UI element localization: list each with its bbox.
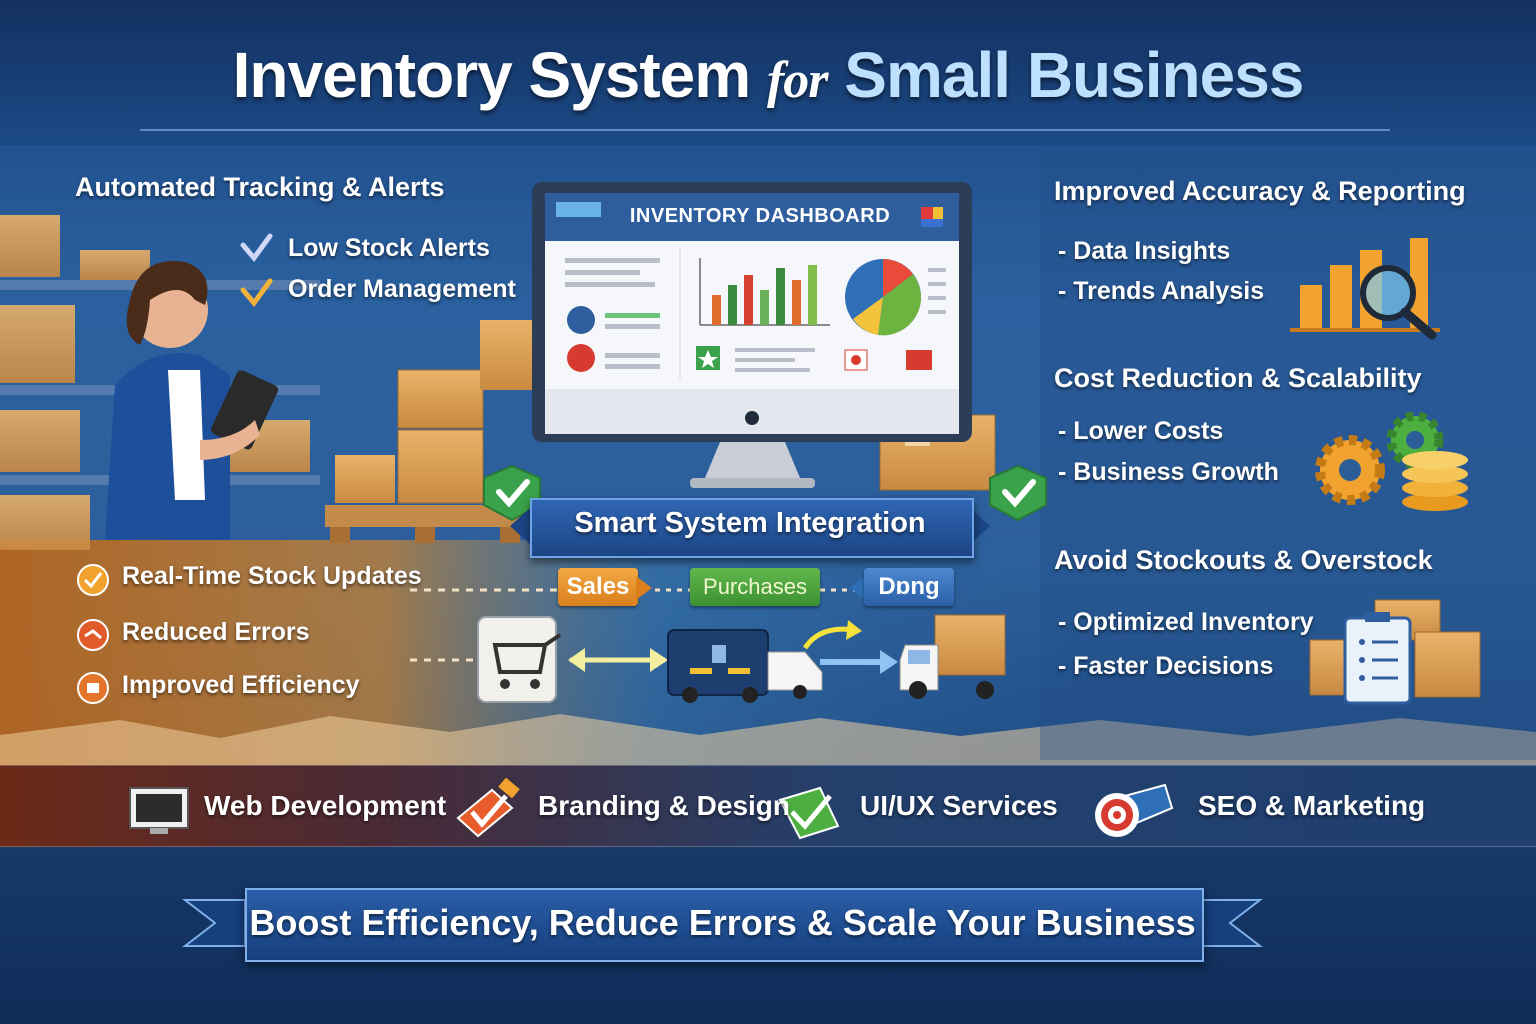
dashboard-title: INVENTORY DASHBOARD	[629, 205, 891, 227]
title-part-2: for	[766, 52, 829, 109]
right-heading-accuracy: Improved Accuracy & Reporting	[1054, 176, 1466, 206]
efficiency-circle-icon	[77, 672, 109, 704]
boxes-clipboard-icon	[1309, 599, 1481, 705]
page-title: Inventory System for Small Business	[0, 38, 1536, 112]
feature-improved-efficiency: Improved Efficiency	[122, 671, 360, 699]
feature-real-time: Real-Time Stock Updates	[122, 562, 422, 590]
services-strip	[0, 765, 1536, 847]
delivery-truck-icon	[899, 614, 1006, 699]
right-item-lower-costs: - Lower Costs	[1058, 417, 1224, 445]
error-circle-icon	[77, 619, 109, 651]
flow-purchases: Purchases	[690, 568, 820, 606]
flow-sales: Sales	[558, 568, 638, 606]
right-heading-cost: Cost Reduction & Scalability	[1054, 363, 1422, 393]
service-branding-design: Branding & Design	[538, 790, 791, 821]
shopping-cart-icon	[477, 616, 562, 703]
left-item-order-management: Order Management	[288, 275, 516, 303]
feature-reduced-errors: Reduced Errors	[122, 618, 310, 646]
footer-banner	[245, 888, 1204, 962]
service-web-development: Web Development	[204, 790, 447, 821]
footer-banner-text: Boost Efficiency, Reduce Errors & Scale …	[249, 902, 1196, 943]
integration-ribbon	[530, 498, 974, 558]
service-seo-marketing: SEO & Marketing	[1198, 790, 1426, 821]
flow-third-arrow-icon	[850, 576, 866, 600]
monitor-icon	[129, 787, 189, 834]
monitor	[532, 182, 972, 488]
check-badge-left-icon	[483, 464, 541, 522]
left-item-low-stock: Low Stock Alerts	[288, 234, 490, 262]
left-heading: Automated Tracking & Alerts	[75, 172, 445, 202]
brush-icon	[456, 777, 520, 838]
check-badge-right-icon	[989, 464, 1047, 522]
gears-coins-icon	[1315, 411, 1468, 511]
check-mark-icon	[240, 233, 273, 263]
target-icon	[1095, 783, 1174, 837]
service-uiux: UI/UX Services	[860, 790, 1058, 821]
right-item-optimized: - Optimized Inventory	[1058, 608, 1314, 636]
right-item-growth: - Business Growth	[1058, 458, 1279, 486]
right-item-data-insights: - Data Insights	[1058, 237, 1231, 265]
flow-third: Dɒng	[864, 568, 954, 606]
check-circle-icon	[77, 564, 109, 596]
delivery-vans-icon	[667, 629, 823, 703]
right-item-trends: - Trends Analysis	[1058, 277, 1265, 305]
worker-figure	[105, 261, 279, 540]
flow-sales-arrow-icon	[636, 576, 652, 600]
check-mark-gold-icon	[240, 278, 273, 308]
title-part-1: Inventory System	[232, 39, 752, 111]
right-heading-stockouts: Avoid Stockouts & Overstock	[1054, 545, 1433, 575]
services-strip-icons	[129, 777, 1174, 840]
title-part-3: Small Business	[844, 39, 1304, 111]
integration-label: Smart System Integration	[574, 507, 926, 539]
check-ticket-icon	[778, 786, 840, 840]
bar-chart-magnifier-icon	[1290, 238, 1440, 340]
right-item-faster: - Faster Decisions	[1058, 652, 1274, 680]
